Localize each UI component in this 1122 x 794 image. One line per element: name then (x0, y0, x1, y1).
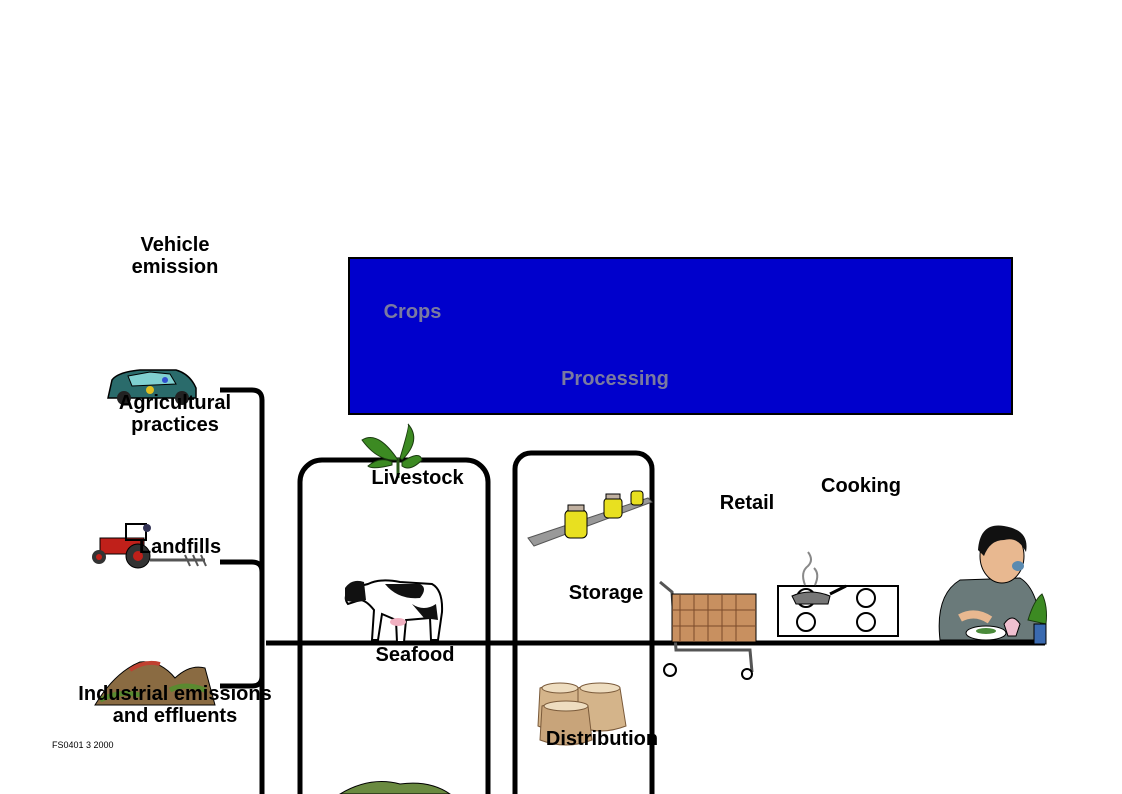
label-landfills: Landfills (138, 536, 222, 558)
footer-code: FS0401 3 2000 (52, 740, 114, 750)
landfill-icon (94, 660, 216, 706)
sacks-icon (537, 682, 627, 746)
processing-banner (348, 257, 1013, 415)
car-icon (107, 369, 197, 405)
label-livestock: Livestock (371, 467, 464, 489)
cow-icon (344, 579, 444, 643)
label-cooking: Cooking (821, 475, 901, 497)
label-seafood: Seafood (375, 644, 455, 666)
label-vehicle-emission: Vehicle emission (131, 234, 219, 278)
label-processing: Processing (561, 368, 669, 390)
label-storage: Storage (568, 582, 644, 604)
plant-icon (361, 423, 423, 478)
label-agricultural-practices: Agricultural practices (118, 392, 232, 436)
label-distribution: Distribution (545, 728, 659, 750)
production-box (297, 457, 491, 794)
source-tick-tractor (220, 559, 265, 573)
source-tick-industrial (220, 675, 265, 689)
seafood-icon (339, 781, 451, 794)
source-bracket (220, 387, 265, 794)
label-industrial-emissions: Industrial emissions and effluents (78, 683, 272, 727)
label-crops: Crops (383, 301, 442, 323)
person-eating-icon (938, 525, 1047, 645)
label-retail: Retail (719, 492, 775, 514)
conveyor-jars-icon (527, 490, 653, 547)
stove-icon (777, 551, 899, 637)
processing-box (512, 450, 655, 794)
shopping-cart-icon (659, 580, 757, 680)
tractor-icon (92, 523, 207, 569)
